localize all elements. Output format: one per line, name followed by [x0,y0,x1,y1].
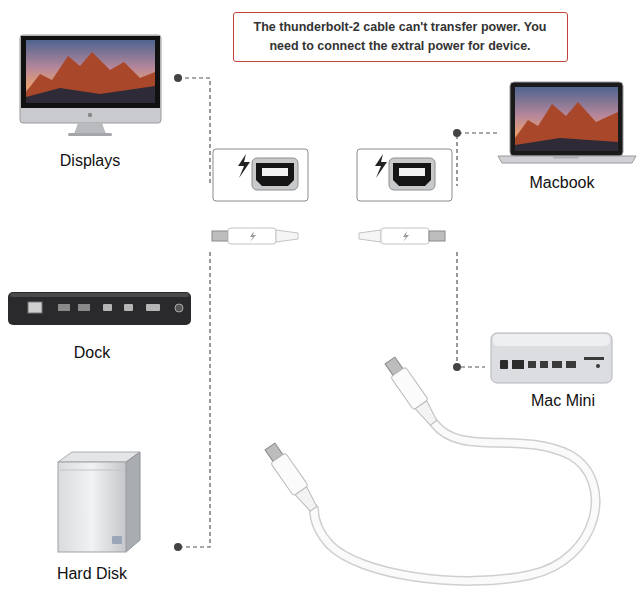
imac-figure [68,133,112,136]
device-name: Dock [74,343,110,362]
port-icon [393,163,431,186]
leader-dot [174,543,182,551]
macbook-figure [510,82,623,156]
mac-mini-figure [596,364,600,368]
mac-mini-figure [491,333,612,383]
cable-plug [276,230,298,242]
macbook-figure [515,138,618,151]
leader-line [457,252,485,367]
dock-figure [10,293,189,297]
hard-disk-figure [126,452,140,552]
dock-figure [8,292,191,325]
device-label: Displays [60,151,120,170]
port-icon [213,149,308,201]
cable-figure [383,355,441,428]
dock-figure [124,304,133,311]
macbook-figure [498,82,636,163]
mac-mini-figure [493,334,610,346]
port-icon [399,168,425,176]
dock-figure [58,304,70,311]
imac-figure [20,35,161,136]
note-text: The thunderbolt-2 cable can't transfer p… [242,18,559,56]
port-icon [389,158,435,190]
cable-plug [429,231,445,241]
hard-disk-figure [58,452,140,552]
leader-dot [453,363,461,371]
cable-figure [314,423,596,581]
mac-mini-figure [528,361,536,368]
dock-figure [28,302,42,313]
mac-mini-figure [540,361,548,368]
leader-dot [174,74,182,82]
hard-disk-figure [58,462,126,552]
port-icon [252,158,298,190]
port-icon [213,149,308,201]
hard-disk-figure [60,470,124,471]
imac-figure [21,36,160,108]
dock-figure [78,304,90,311]
cable-plug [403,231,409,242]
cable-plug [212,228,298,244]
device-name: Hard Disk [57,564,127,583]
imac-figure [88,113,92,117]
dock-figure [175,304,183,312]
cable-plug [359,230,381,242]
leader-dot [453,129,461,137]
mac-mini-figure [500,360,508,369]
dock-figure [103,304,112,311]
leader-dot [174,74,461,551]
leader-line [178,252,210,547]
port-icon [256,163,294,186]
power-note: The thunderbolt-2 cable can't transfer p… [233,12,568,62]
device-name: Macbook [530,173,595,192]
cable-figure [314,423,596,581]
cable-figure [415,401,439,427]
mac-mini-figure [512,360,524,369]
port-icon [375,154,387,178]
leader-line [178,78,210,186]
imac-figure [26,40,155,103]
cable-plug [250,231,256,242]
macbook-figure [515,87,618,151]
device-label: Dock [74,343,110,362]
dock-figure [8,292,191,325]
cable-plug [381,228,429,244]
mac-mini-figure [584,357,604,360]
port-icon [262,168,288,176]
macbook-figure [515,102,618,151]
device-name: Displays [60,151,120,170]
cable-plug [359,228,445,244]
leader-line [457,133,497,186]
cable-figure [263,355,596,581]
device-name: Mac Mini [531,391,595,410]
port-icon [357,149,452,201]
port-icon [238,154,250,178]
cable-figure [263,441,321,514]
device-label: Hard Disk [57,564,127,583]
cable-figure [295,487,319,513]
mac-mini-figure [566,361,576,368]
dock-figure [146,304,160,311]
imac-figure [26,52,155,103]
port-icon [357,149,452,201]
macbook-figure [553,156,579,159]
macbook-figure [498,156,636,163]
mac-mini-figure [552,361,562,368]
device-label: Macbook [530,173,595,192]
imac-figure [74,123,106,134]
imac-figure [20,35,161,123]
leader-line [178,78,497,547]
mac-mini-figure [491,333,612,383]
device-label: Mac Mini [531,391,595,410]
imac-figure [26,86,155,103]
cable-plug [212,231,228,241]
cable-plug [228,228,276,244]
hard-disk-figure [112,536,122,544]
